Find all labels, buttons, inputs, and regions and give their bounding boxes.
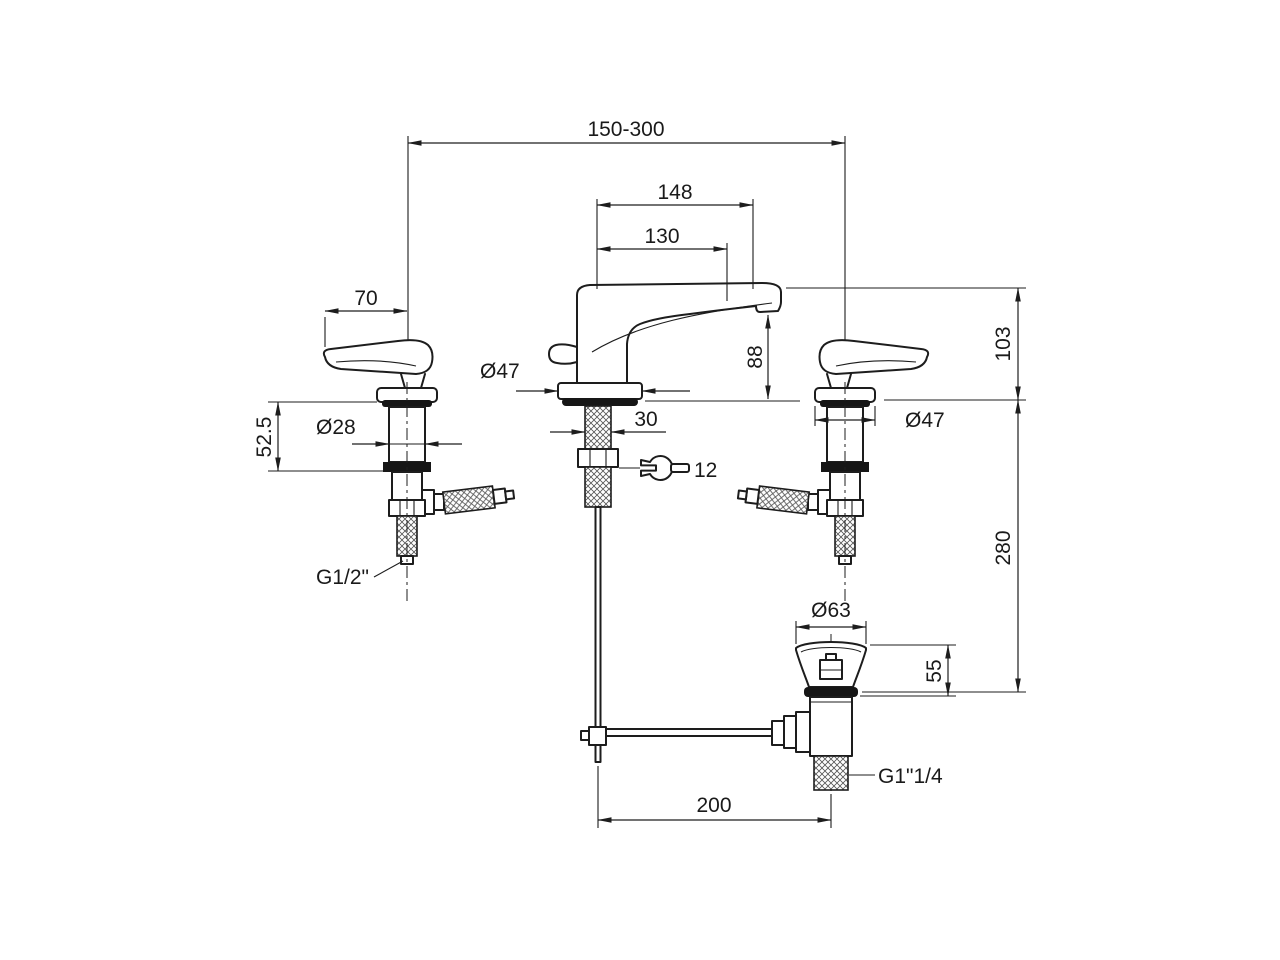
waste-thread-tail [813, 755, 849, 791]
dim-label-depth-below-deck: 280 [992, 530, 1015, 565]
pivot-nut [771, 720, 785, 746]
pivot-step-2 [783, 715, 797, 749]
pull-rod [594, 506, 602, 728]
dim-handle-base-diameter: Ø47 [814, 406, 945, 432]
spout-profile [576, 282, 782, 384]
spout-shank-nut [577, 448, 619, 468]
rod-lower-end [594, 744, 602, 763]
spout-inner-curve [591, 302, 773, 353]
dim-label-spout-reach: 130 [644, 225, 679, 248]
rod-clamp [588, 726, 607, 746]
waste-oring [804, 687, 858, 697]
waste-body [809, 696, 853, 757]
dim-label-center-distance: 150-300 [587, 118, 664, 141]
pop-up-linkage [580, 506, 773, 763]
dim-label-handle-body-diameter: Ø28 [316, 416, 356, 439]
dim-spout-reach: 130 [596, 225, 728, 301]
dim-label-spout-base-diameter: Ø47 [480, 360, 520, 383]
label-waste-thread-text: G1"1/4 [878, 765, 943, 788]
dim-spout-base-diameter: Ø47 [480, 360, 690, 394]
dim-label-handle-length: 70 [354, 287, 377, 310]
dim-spout-height: 88 [645, 314, 800, 402]
dim-shank-width: 30 [550, 408, 666, 435]
spout-assembly [548, 282, 782, 508]
dim-label-waste-flange-diameter: Ø63 [811, 599, 851, 622]
dim-label-shank-width: 30 [634, 408, 657, 431]
dim-label-max-deck-thickness: 52.5 [253, 417, 276, 458]
clamp-screw [580, 730, 590, 741]
spout-mini-lever [548, 343, 578, 365]
label-waste-thread: G1"1/4 [849, 765, 943, 788]
label-inlet-thread-text: G1/2" [316, 566, 369, 589]
waste-plug-tab [825, 653, 837, 661]
dim-center-distance: 150-300 [407, 118, 846, 340]
dim-handle-body-diameter: Ø28 [316, 416, 462, 447]
waste-rim-line [800, 646, 862, 653]
dim-max-deck-thickness: 52.5 [253, 401, 383, 472]
dim-wrench-size: 12 [619, 455, 717, 482]
dim-waste-flange-height: 55 [860, 644, 956, 697]
pivot-step-1 [795, 711, 811, 753]
wrench-handle [670, 463, 690, 473]
dim-label-spout-length: 148 [657, 181, 692, 204]
spout-shank-lower [584, 466, 612, 508]
dim-waste-flange-diameter: Ø63 [795, 599, 867, 644]
spout-escutcheon [557, 382, 643, 400]
dim-depth-below-deck: 280 [862, 399, 1026, 693]
leader-line [373, 560, 404, 578]
dim-height-above-deck: 103 [786, 287, 1026, 401]
dim-handle-length: 70 [324, 287, 408, 347]
spout-shank-upper [584, 405, 612, 450]
drain-assembly [771, 634, 867, 800]
dim-label-handle-base-diameter: Ø47 [905, 409, 945, 432]
label-inlet-thread: G1/2" [316, 560, 404, 589]
dim-spout-length: 148 [596, 181, 754, 289]
dim-label-height-above-deck: 103 [992, 326, 1015, 361]
dim-rod-to-waste: 200 [597, 766, 832, 828]
dim-label-spout-height: 88 [744, 345, 767, 368]
dim-label-rod-to-waste: 200 [696, 794, 731, 817]
dim-label-wrench-size: 12 [694, 459, 717, 482]
wrench-icon [640, 455, 674, 481]
spout-oring [562, 398, 638, 406]
dim-label-waste-flange-height: 55 [923, 659, 946, 682]
right-handle-assembly [736, 339, 930, 603]
horizontal-rod [599, 728, 773, 737]
